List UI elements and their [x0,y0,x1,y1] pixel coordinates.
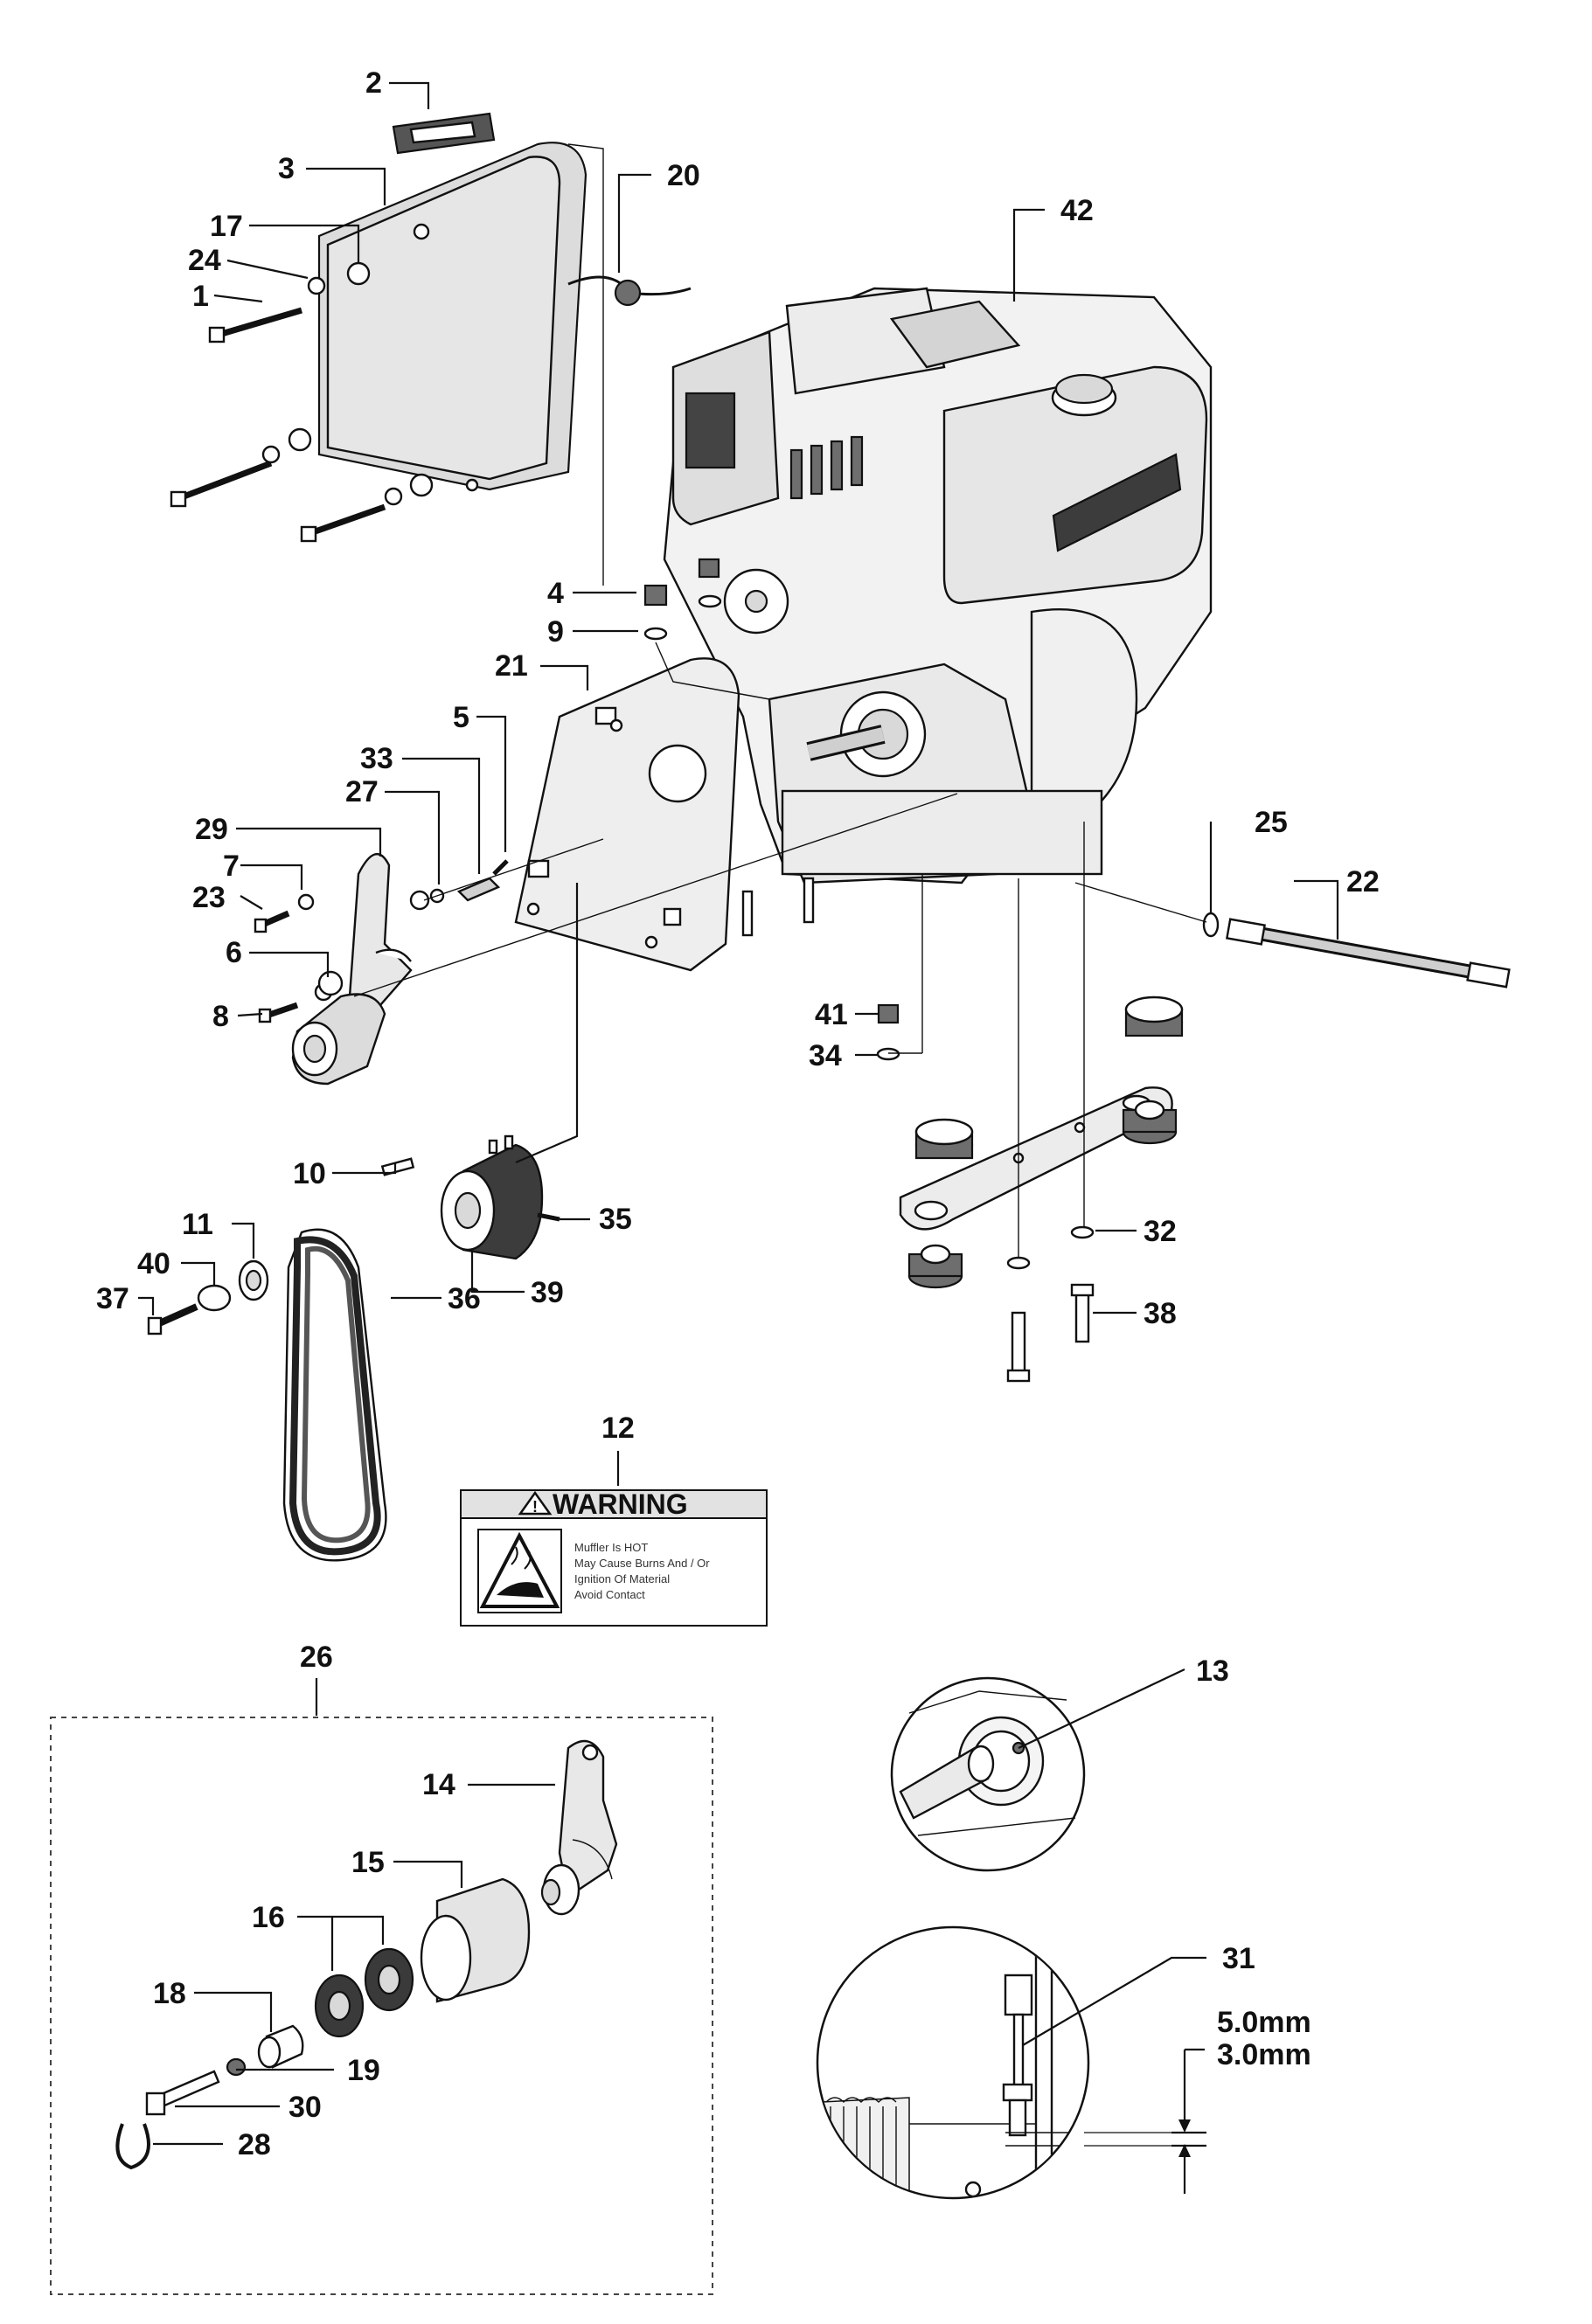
pulley-fasteners [147,1259,269,1335]
callout-21: 21 [495,649,528,683]
engine [663,287,1213,885]
callout-4: 4 [547,577,564,610]
callout-9: 9 [547,615,564,649]
nut-4 [643,584,668,607]
rubber-mounts [907,996,1184,1289]
v-belt [282,1228,387,1562]
callout-40: 40 [137,1247,170,1280]
callout-16: 16 [252,1901,285,1934]
dimension-max: 5.0mm [1217,2006,1311,2039]
guard-bolts [170,261,434,543]
callout-41: 41 [815,998,848,1031]
callout-13: 13 [1196,1655,1229,1688]
callout-38: 38 [1144,1297,1177,1330]
svg-text:!: ! [532,1498,538,1516]
callout-42: 42 [1060,194,1094,227]
detail-circle-31 [816,1925,1206,2200]
warning-line-3: Ignition Of Material [574,1572,670,1585]
callout-11: 11 [182,1208,213,1241]
callout-37: 37 [96,1282,129,1315]
callout-20: 20 [667,159,700,192]
throttle-cable [1202,912,1511,989]
drive-pulley [380,1134,560,1260]
callout-6: 6 [226,936,242,969]
callout-31: 31 [1222,1942,1255,1975]
warning-triangle-icon: ! [518,1490,553,1516]
warning-label: ! WARNING Muffler Is HOT May Cause Burns… [460,1488,768,1627]
callout-25: 25 [1255,806,1288,839]
callout-10: 10 [293,1157,326,1190]
callout-17: 17 [210,210,243,243]
callout-24: 24 [188,244,221,277]
callout-35: 35 [599,1203,632,1236]
warning-line-1: Muffler Is HOT [574,1541,648,1554]
callout-39: 39 [531,1276,564,1309]
callout-3: 3 [278,152,295,185]
callout-29: 29 [195,813,228,846]
dimension-min: 3.0mm [1217,2038,1311,2071]
callout-23: 23 [192,881,226,914]
callout-28: 28 [238,2128,271,2161]
engine-plate [514,657,740,972]
callout-labels: 2 3 17 24 1 20 42 4 9 21 5 33 27 29 7 23… [96,66,1380,2161]
callout-18: 18 [153,1977,186,2010]
callout-8: 8 [212,1000,229,1033]
belt-guard [317,142,587,492]
warning-line-4: Avoid Contact [574,1588,645,1601]
hot-surface-icon [477,1529,562,1613]
callout-19: 19 [347,2054,380,2087]
callout-12: 12 [601,1412,635,1445]
callout-22: 22 [1346,865,1380,898]
callout-30: 30 [289,2091,322,2124]
callout-5: 5 [453,701,469,734]
warning-line-2: May Cause Burns And / Or [574,1557,710,1570]
wire-grommet [567,275,692,307]
leader-lines [138,81,1339,2146]
cooling-fins [789,435,864,500]
callout-36: 36 [448,1282,481,1315]
callout-15: 15 [351,1846,385,1879]
callout-26: 26 [300,1641,333,1674]
callout-27: 27 [345,775,379,808]
callout-32: 32 [1144,1215,1177,1248]
callout-34: 34 [809,1039,842,1072]
callout-2: 2 [365,66,382,100]
detail-circle-13 [890,1676,1086,1872]
callout-14: 14 [422,1768,455,1801]
callout-1: 1 [192,280,209,313]
engine-mount-plate [741,877,1184,1383]
callout-7: 7 [223,850,240,883]
tensioner-assembly [254,852,509,1086]
decal-plate [392,112,496,155]
tensioner-kit-box [50,1717,713,2295]
callout-33: 33 [360,742,393,775]
warning-heading: WARNING [553,1488,688,1520]
